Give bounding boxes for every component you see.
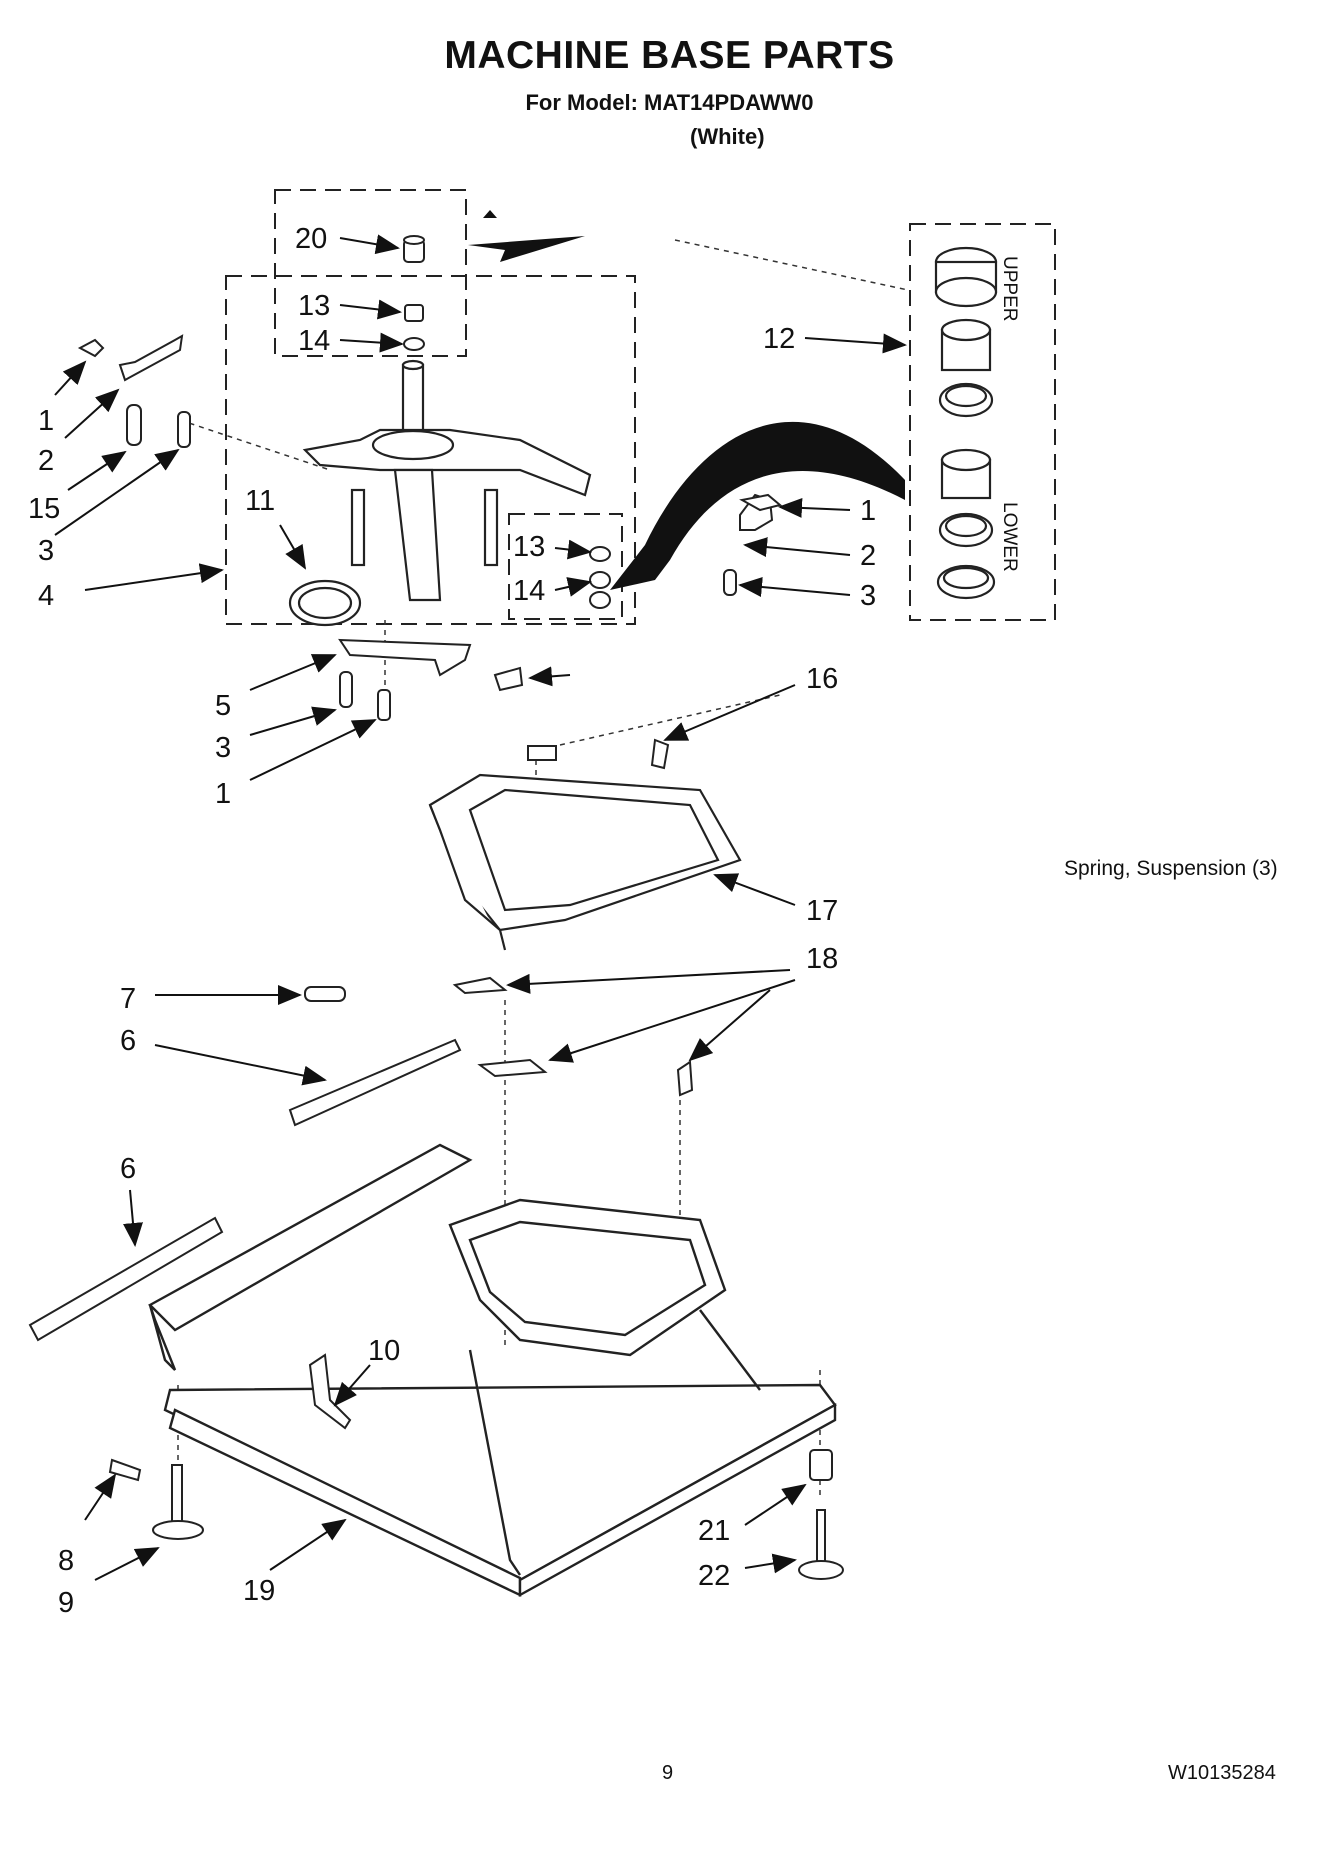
- callout-14-top: 14: [298, 325, 330, 357]
- machine-base-frame: [148, 1143, 837, 1598]
- levers-tabs: [28, 976, 694, 1342]
- callout-11: 11: [245, 485, 275, 517]
- parts-note: Spring, Suspension (3): [1064, 857, 1278, 880]
- callout-9: 9: [58, 1587, 74, 1619]
- page-number: 9: [662, 1762, 674, 1784]
- bearing-kit-rings: [934, 246, 998, 600]
- leveling-legs: [108, 1353, 844, 1580]
- callout-13-top: 13: [298, 290, 330, 322]
- callout-10: 10: [368, 1335, 400, 1367]
- transmission-box: [225, 275, 636, 625]
- callout-1-lower: 1: [215, 778, 231, 810]
- callout-2-right: 2: [860, 540, 876, 572]
- callout-3: 3: [38, 535, 54, 567]
- model-color: (White): [690, 124, 765, 149]
- callout-5: 5: [215, 690, 231, 722]
- callout-1-right: 1: [860, 495, 876, 527]
- callout-20: 20: [295, 223, 327, 255]
- lower-label: LOWER: [999, 502, 1020, 572]
- small-parts: [77, 334, 783, 770]
- callout-14-side: 14: [513, 575, 545, 607]
- tub-support-ring: [428, 773, 742, 951]
- callout-numbers: 1 2 15 3 4 11 20 13 14 12 1 2 3 13 14 5 …: [28, 223, 876, 1619]
- side-bushings: [589, 546, 611, 609]
- callout-18: 18: [806, 943, 838, 975]
- callout-22: 22: [698, 1560, 730, 1592]
- callout-13-side: 13: [513, 531, 545, 563]
- callout-8: 8: [58, 1545, 74, 1577]
- callout-2: 2: [38, 445, 54, 477]
- callout-4: 4: [38, 580, 54, 612]
- model-number: For Model: MAT14PDAWW0: [525, 90, 814, 115]
- callout-16: 16: [806, 663, 838, 695]
- bushing-sub-box: [508, 513, 623, 620]
- callout-12: 12: [763, 323, 795, 355]
- bearing-kit-arrow: [610, 421, 905, 590]
- dashed-group-boxes: [225, 189, 1056, 625]
- callout-19: 19: [243, 1575, 275, 1607]
- transmission-assembly: [288, 359, 592, 627]
- callout-3-right: 3: [860, 580, 876, 612]
- page-title: MACHINE BASE PARTS: [444, 34, 895, 77]
- upper-label: UPPER: [999, 256, 1020, 321]
- callout-15: 15: [28, 493, 60, 525]
- callout-6-lower: 6: [120, 1153, 136, 1185]
- top-bushing-box: [274, 189, 467, 357]
- top-arrow: [468, 236, 585, 262]
- callout-6: 6: [120, 1025, 136, 1057]
- callout-21: 21: [698, 1515, 730, 1547]
- callout-7: 7: [120, 983, 136, 1015]
- callout-1: 1: [38, 405, 54, 437]
- callout-arrows: [54, 234, 907, 1581]
- top-bushings: [403, 235, 425, 351]
- callout-3-lower: 3: [215, 732, 231, 764]
- bearing-kit-box: [909, 223, 1056, 621]
- callout-17: 17: [806, 895, 838, 927]
- document-number: W10135284: [1168, 1762, 1276, 1784]
